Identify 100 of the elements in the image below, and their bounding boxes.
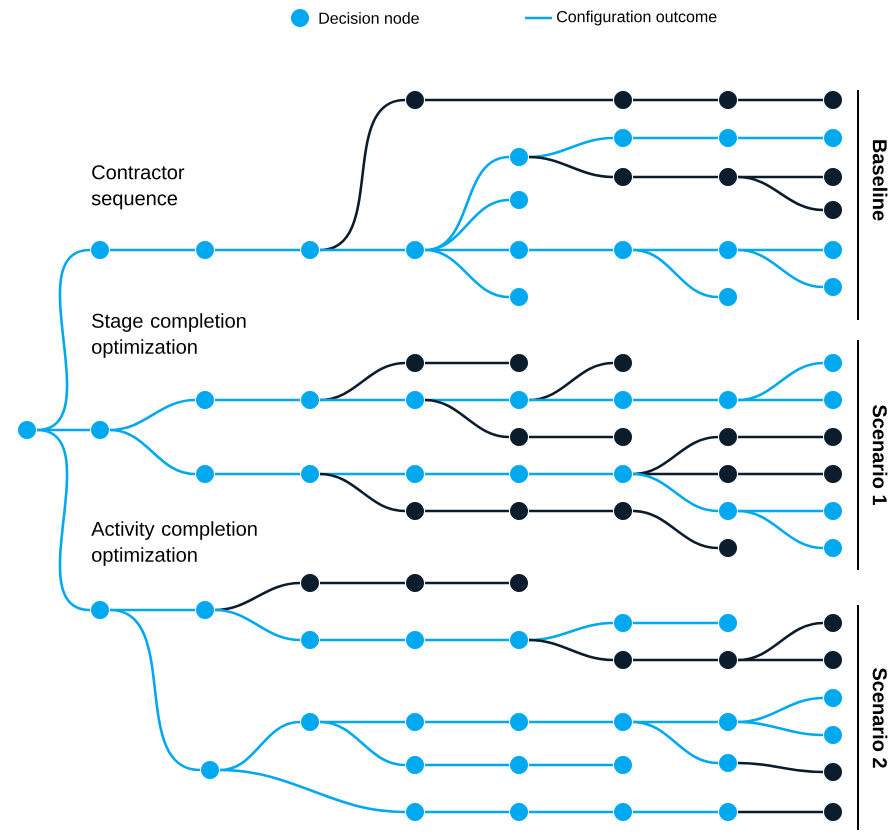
decision-node — [613, 802, 633, 822]
connector-line — [529, 510, 613, 512]
connector-line — [738, 248, 824, 288]
connector-line — [528, 638, 614, 662]
connector-line — [633, 622, 718, 624]
decision-node — [823, 802, 843, 822]
decision-node — [509, 630, 529, 650]
legend-label: Decision node — [320, 12, 419, 24]
connector-line — [633, 248, 718, 252]
connector-line — [738, 436, 824, 438]
decision-node — [509, 755, 529, 775]
decision-node — [405, 630, 425, 650]
decision-node — [718, 167, 738, 187]
connector-line — [37, 428, 90, 432]
connector-line — [738, 762, 824, 774]
decision-node — [718, 90, 738, 110]
connector-line — [632, 720, 718, 764]
connector-line — [425, 248, 509, 252]
connector-line — [320, 248, 405, 252]
decision-node — [823, 427, 843, 447]
decision-node — [405, 755, 425, 775]
decision-node — [823, 538, 843, 558]
decision-node — [613, 755, 633, 775]
decision-node — [823, 167, 843, 187]
connector-line — [110, 428, 196, 476]
connector-line — [320, 720, 406, 766]
connector-line — [320, 398, 405, 402]
connector-line — [425, 582, 509, 584]
decision-node — [405, 501, 425, 521]
connector-line — [529, 810, 613, 814]
decision-node — [823, 650, 843, 670]
connector-line — [738, 398, 824, 402]
decision-node — [613, 240, 633, 260]
decision-node — [509, 353, 529, 373]
decision-node — [509, 287, 529, 307]
connector-line — [738, 98, 824, 102]
decision-node — [195, 600, 215, 620]
connector-line — [738, 248, 824, 252]
decision-node — [300, 573, 320, 593]
connector-line — [425, 362, 509, 364]
decision-node — [823, 762, 843, 782]
connector-line — [738, 810, 824, 814]
decision-node — [300, 712, 320, 732]
connector-line — [320, 720, 405, 724]
decision-node — [405, 90, 425, 110]
decision-node — [613, 353, 633, 373]
decision-node — [823, 277, 843, 297]
decision-node — [823, 464, 843, 484]
decision-node — [823, 128, 843, 148]
decision-node — [90, 240, 110, 260]
decision-node — [613, 390, 633, 410]
connector-line — [633, 658, 718, 662]
connector-line — [528, 622, 614, 642]
decision-node — [195, 464, 215, 484]
decision-node — [509, 501, 529, 521]
decision-node — [823, 90, 843, 110]
decision-node — [405, 712, 425, 732]
scenario-label: Scenario 1 — [872, 405, 888, 506]
decision-node — [823, 501, 843, 521]
decision-node — [405, 802, 425, 822]
decision-node — [300, 464, 320, 484]
decision-node — [613, 464, 633, 484]
decision-node — [718, 464, 738, 484]
decision-node — [300, 240, 320, 260]
connector-line — [633, 176, 718, 178]
decision-node — [405, 464, 425, 484]
connector-line — [320, 582, 405, 584]
decision-node — [90, 420, 110, 440]
decision-node — [509, 190, 529, 210]
decision-node — [200, 760, 220, 780]
branch-label: Contractor sequence — [92, 165, 184, 210]
connector-line — [529, 436, 613, 438]
connector-line — [633, 720, 718, 724]
connector-line — [110, 608, 195, 612]
decision-node — [509, 712, 529, 732]
connector-line — [110, 248, 195, 252]
connector-line — [320, 472, 406, 512]
decision-node — [613, 501, 633, 521]
connector-line — [738, 658, 824, 662]
connector-line — [633, 472, 718, 476]
decision-node — [509, 464, 529, 484]
connector-line — [529, 720, 613, 724]
decision-node — [718, 287, 738, 307]
decision-node — [718, 240, 738, 260]
connector-line — [738, 176, 824, 212]
decision-node — [405, 240, 425, 260]
decision-node — [823, 613, 843, 633]
decision-node — [509, 573, 529, 593]
connector-line — [320, 638, 405, 642]
decision-node — [718, 390, 738, 410]
decision-node — [613, 128, 633, 148]
decision-node — [405, 353, 425, 373]
connector-line — [36, 428, 90, 612]
decision-node — [823, 725, 843, 745]
decision-node — [823, 240, 843, 260]
connector-line — [214, 608, 300, 642]
connector-line — [425, 764, 509, 766]
scenario-label: Scenario 2 — [872, 668, 888, 768]
decision-node — [613, 712, 633, 732]
scenario-label: Baseline — [872, 140, 888, 220]
